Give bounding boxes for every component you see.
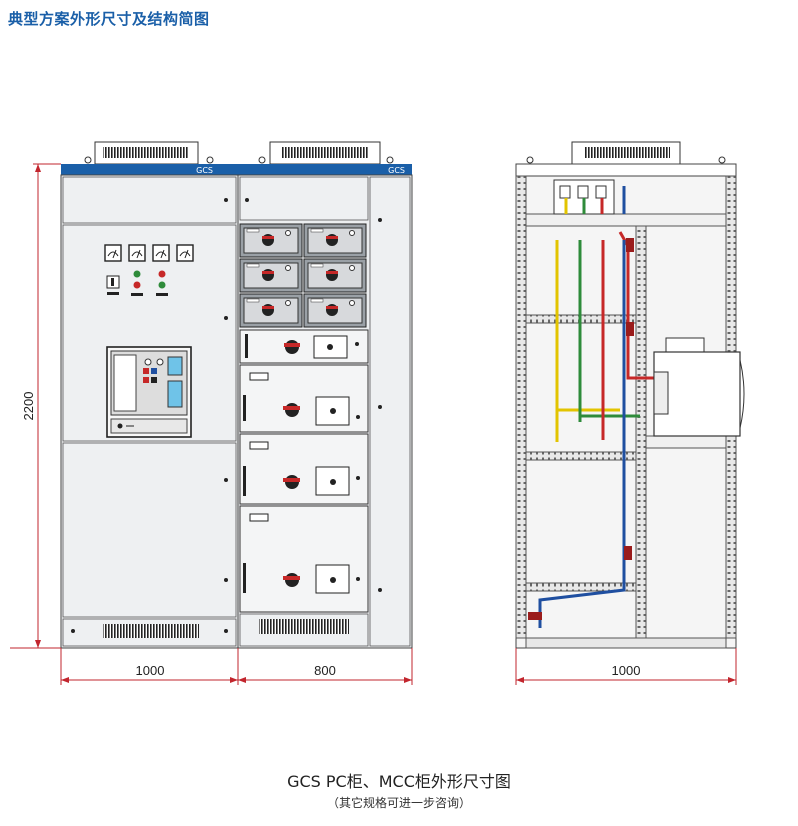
meter-3 bbox=[152, 244, 170, 262]
small-drawer-6 bbox=[303, 293, 367, 328]
bus-wire-blue bbox=[528, 186, 632, 628]
air-circuit-breaker bbox=[106, 346, 192, 438]
top-vent-right bbox=[258, 141, 394, 165]
indicator-lamp-green bbox=[133, 270, 141, 278]
height-label: 2200 bbox=[21, 392, 36, 421]
indicator-lamp-green-2 bbox=[158, 281, 166, 289]
gcs-label-left: GCS bbox=[196, 166, 213, 175]
small-drawer-3 bbox=[239, 258, 303, 293]
drawer-unit-1 bbox=[239, 329, 369, 364]
drawing-caption: GCS PC柜、MCC柜外形尺寸图 bbox=[287, 772, 511, 791]
bus-wire-red bbox=[600, 198, 660, 440]
meter-2 bbox=[128, 244, 146, 262]
drawer-unit-4 bbox=[239, 505, 369, 613]
side-breaker bbox=[653, 337, 745, 437]
drawing-note: （其它规格可进一步咨询） bbox=[326, 796, 471, 810]
left-cabinet bbox=[60, 174, 239, 649]
dimension-height: 2200 bbox=[10, 163, 61, 649]
gcs-label-right: GCS bbox=[388, 166, 405, 175]
right-cabinet bbox=[237, 174, 413, 649]
dimension-width-side: 1000 bbox=[515, 648, 737, 685]
page-title: 典型方案外形尺寸及结构简图 bbox=[8, 10, 210, 28]
small-drawer-4 bbox=[303, 258, 367, 293]
drawer-unit-3 bbox=[239, 433, 369, 505]
top-vent-left bbox=[84, 141, 214, 165]
drawer-unit-2 bbox=[239, 364, 369, 433]
dimension-width-front: 1000 800 bbox=[60, 648, 413, 685]
small-drawer-2 bbox=[303, 223, 367, 258]
width-label-left: 1000 bbox=[136, 663, 165, 678]
meter-1 bbox=[104, 244, 122, 262]
width-label-right: 800 bbox=[314, 663, 336, 678]
front-view: GCS GCS bbox=[10, 141, 413, 685]
side-top-vent bbox=[526, 141, 726, 165]
side-view: 1000 bbox=[515, 141, 745, 685]
top-band bbox=[61, 164, 412, 175]
indicator-lamp-red bbox=[158, 270, 166, 278]
side-width-label: 1000 bbox=[612, 663, 641, 678]
meter-4 bbox=[176, 244, 194, 262]
indicator-lamp-red-2 bbox=[133, 281, 141, 289]
small-drawer-1 bbox=[239, 223, 303, 258]
small-drawer-5 bbox=[239, 293, 303, 328]
bus-wire-yellow bbox=[555, 198, 620, 442]
bus-wire-green bbox=[578, 198, 640, 422]
